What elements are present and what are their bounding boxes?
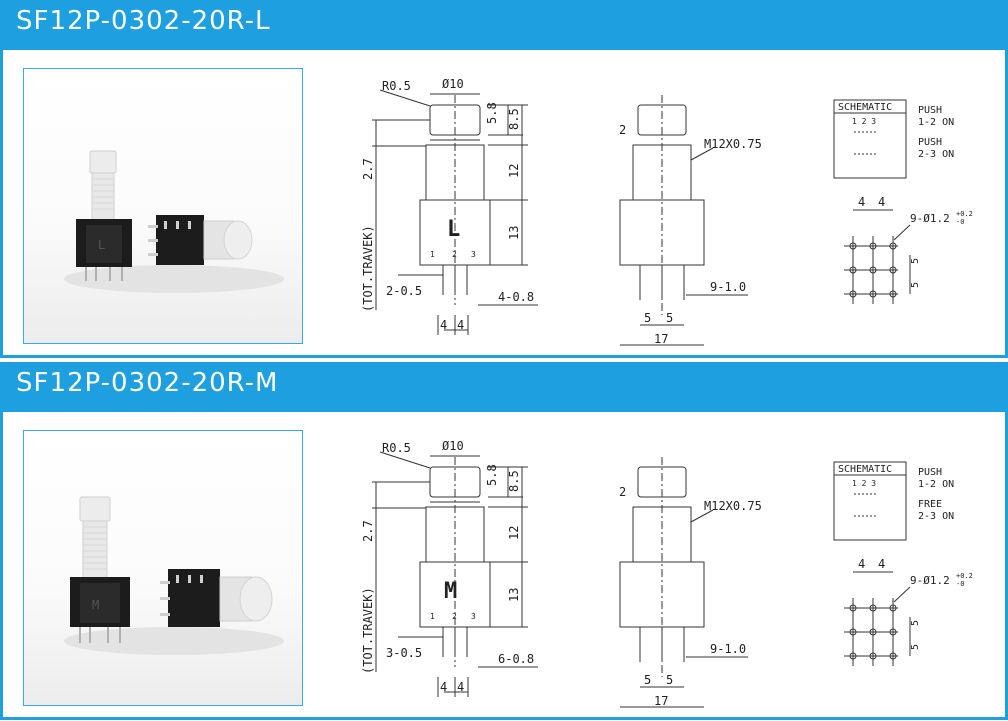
dim-cap-height-m: 5.8 [485, 464, 499, 486]
schematic-title-l: SCHEMATIC [838, 102, 892, 113]
pin-label-3-m: 3 [471, 612, 476, 621]
dim-pin-thickness-m: 6-0.8 [498, 652, 534, 666]
dim-hole-l: 9-Ø1.2 [910, 212, 950, 225]
dim-housing-height-m: 13 [507, 588, 521, 602]
schematic-push1-l: PUSH [918, 105, 942, 116]
product-photo-l: L [23, 68, 303, 344]
schematic-state2-l: 2-3 ON [918, 149, 954, 160]
dim-hole-m: 9-Ø1.2 [910, 574, 950, 587]
dim-two-m: 2 [619, 485, 626, 499]
dim-spacing-b-m: 5 [666, 673, 673, 687]
dim-width-l: 17 [654, 332, 668, 346]
product-photo-art-m: M [64, 496, 284, 655]
dim-thread-m: M12X0.75 [704, 499, 762, 513]
footprint-m [844, 571, 911, 666]
pin-label-1-l: 1 [430, 250, 435, 259]
housing-letter-m: M [444, 579, 457, 604]
schematic-push2-m: FREE [918, 499, 942, 510]
dim-thread-l: M12X0.75 [704, 137, 762, 151]
section-title-m: SF12P-0302-20R-M [16, 368, 279, 398]
section-banner-l: SF12P-0302-20R-L [0, 0, 1008, 50]
dim-fp-row-b-m: 5 [910, 644, 921, 650]
dim-bushing-height-l: 12 [507, 164, 521, 178]
photo-letter-l: L [98, 238, 105, 252]
dim-top-height-m: 8.5 [507, 470, 521, 492]
technical-drawing-m: R0.5 Ø10 5.8 8.5 12 13 2.7 (TOT.TRAVEK) … [361, 439, 973, 708]
dim-travel-value-m: 2.7 [361, 520, 375, 542]
dim-travel-label-m: (TOT.TRAVEK) [361, 587, 375, 674]
dim-fp-pitch-a-l: 4 [858, 195, 865, 209]
dim-travel-value-l: 2.7 [361, 158, 375, 180]
dim-fp-row-b-l: 5 [910, 282, 921, 288]
dim-tol-plus-l: +0.2 [956, 210, 973, 218]
dim-pitch-b-m: 4 [457, 680, 464, 694]
dim-side-pins-m: 9-1.0 [710, 642, 746, 656]
dim-tol-plus-m: +0.2 [956, 572, 973, 580]
dim-pin-width-m: 3-0.5 [386, 646, 422, 660]
photo-letter-m: M [92, 598, 99, 612]
schematic-push1-m: PUSH [918, 467, 942, 478]
section-title-l: SF12P-0302-20R-L [16, 6, 271, 36]
schematic-state1-m: 1-2 ON [918, 479, 954, 490]
schematic-numbers-m: 1 2 3 [852, 479, 876, 488]
dim-spacing-a-l: 5 [644, 311, 651, 325]
schematic-numbers-l: 1 2 3 [852, 117, 876, 126]
schematic-box-l [833, 99, 907, 179]
pin-label-3-l: 3 [471, 250, 476, 259]
section-m: M [0, 412, 1008, 720]
schematic-box-m [833, 461, 907, 541]
dim-fp-row-a-m: 5 [910, 620, 921, 626]
dim-radius-l: R0.5 [382, 79, 411, 93]
dim-diameter-l: Ø10 [442, 77, 464, 91]
product-photo-m: M [23, 430, 303, 706]
dim-side-pins-l: 9-1.0 [710, 280, 746, 294]
footprint-l [844, 209, 911, 304]
dim-tol-zero-m: -0 [956, 580, 964, 588]
section-l: L [0, 50, 1008, 358]
schematic-state2-m: 2-3 ON [918, 511, 954, 522]
dim-two-l: 2 [619, 123, 626, 137]
dim-diameter-m: Ø10 [442, 439, 464, 453]
dim-spacing-b-l: 5 [666, 311, 673, 325]
housing-letter-l: L [447, 217, 460, 242]
dim-cap-height-l: 5.8 [485, 102, 499, 124]
product-photo-art-l: L [64, 150, 284, 293]
dim-housing-height-l: 13 [507, 226, 521, 240]
dim-top-height-l: 8.5 [507, 108, 521, 130]
section-banner-m: SF12P-0302-20R-M [0, 362, 1008, 412]
pin-label-2-l: 2 [452, 250, 457, 259]
dim-fp-pitch-a-m: 4 [858, 557, 865, 571]
dim-pitch-a-l: 4 [440, 318, 447, 332]
dim-fp-row-a-l: 5 [910, 258, 921, 264]
pin-label-2-m: 2 [452, 612, 457, 621]
schematic-push2-l: PUSH [918, 137, 942, 148]
pin-label-1-m: 1 [430, 612, 435, 621]
dim-pitch-b-l: 4 [457, 318, 464, 332]
dim-pitch-a-m: 4 [440, 680, 447, 694]
dim-radius-m: R0.5 [382, 441, 411, 455]
technical-drawing-l: R0.5 Ø10 5.8 8.5 12 13 2.7 (TOT.TRAVEK) … [361, 77, 973, 346]
dim-width-m: 17 [654, 694, 668, 708]
dim-travel-label-l: (TOT.TRAVEK) [361, 225, 375, 312]
dim-fp-pitch-b-m: 4 [878, 557, 885, 571]
schematic-title-m: SCHEMATIC [838, 464, 892, 475]
dim-pin-width-l: 2-0.5 [386, 284, 422, 298]
schematic-state1-l: 1-2 ON [918, 117, 954, 128]
dim-fp-pitch-b-l: 4 [878, 195, 885, 209]
dim-bushing-height-m: 12 [507, 526, 521, 540]
dim-pin-thickness-l: 4-0.8 [498, 290, 534, 304]
dim-tol-zero-l: -0 [956, 218, 964, 226]
dim-spacing-a-m: 5 [644, 673, 651, 687]
